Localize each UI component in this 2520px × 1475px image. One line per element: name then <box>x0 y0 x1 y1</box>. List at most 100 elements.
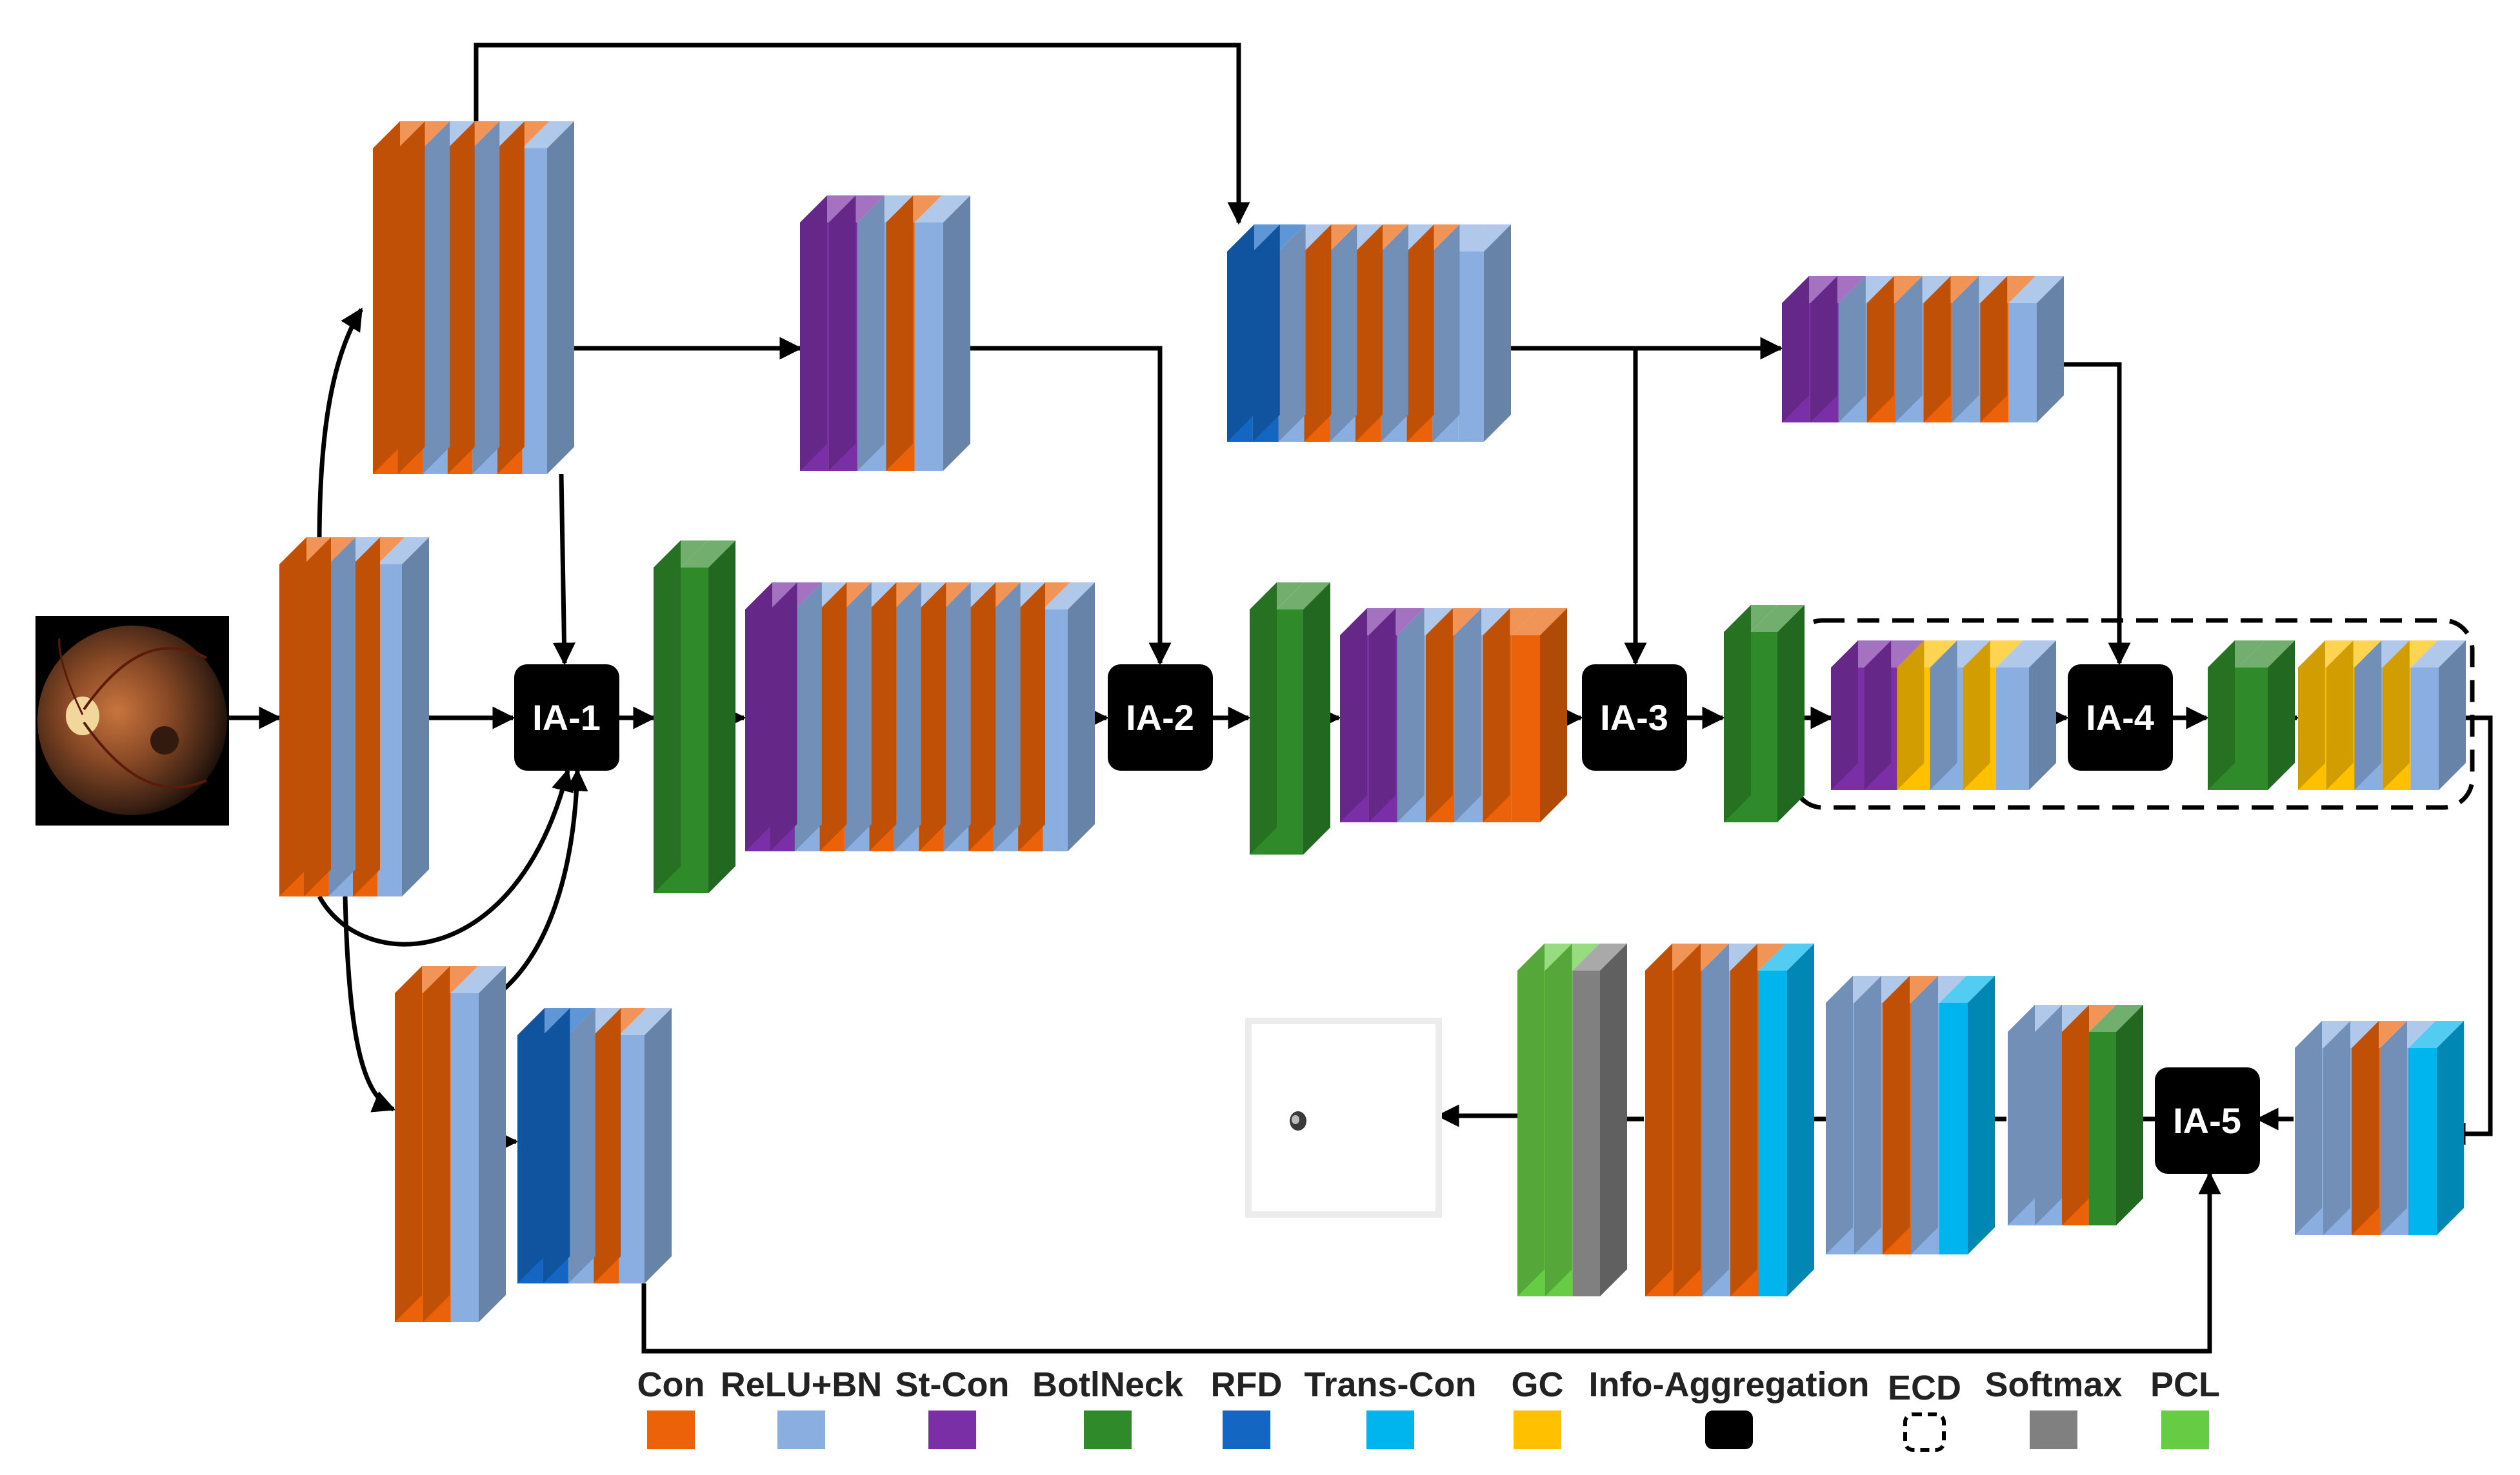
layer-face <box>2008 1005 2035 1225</box>
legend-swatch <box>2030 1411 2077 1449</box>
layer-face <box>1930 640 1957 790</box>
legend-item-st-con: St-Con <box>895 1365 1010 1449</box>
layer-face <box>2410 668 2439 790</box>
layer-face <box>377 564 402 896</box>
layer-face <box>1511 608 1567 635</box>
layer-face <box>2037 276 2064 422</box>
arrow <box>942 346 1172 666</box>
legend-item-con: Con <box>637 1365 705 1449</box>
layer-face <box>1517 944 1545 1296</box>
layer-face <box>1777 605 1805 822</box>
layer-face <box>1866 276 1894 422</box>
arrow <box>317 768 574 947</box>
layer-face <box>1838 276 1866 422</box>
layer-face <box>1276 582 1330 609</box>
layer-face <box>828 195 856 471</box>
legend-label: Trans-Con <box>1304 1365 1476 1404</box>
arrow <box>343 896 396 1113</box>
ecd-input-block <box>1831 640 2056 790</box>
layer-face <box>304 537 331 896</box>
legend-item-botlneck: BotlNeck <box>1032 1365 1184 1449</box>
layer-face <box>1864 640 1892 790</box>
layer-face <box>2035 1005 2062 1225</box>
layer-face <box>279 537 306 896</box>
layer-face <box>1330 224 1357 442</box>
layer-face <box>2354 640 2382 790</box>
legend-swatch <box>777 1411 825 1449</box>
layer-face <box>2298 640 2325 790</box>
layer-face <box>2237 640 2295 668</box>
layer-face <box>568 1008 595 1283</box>
stcon-upper-block <box>800 195 970 471</box>
decoder-block-2 <box>2008 1005 2143 1225</box>
layer-face <box>1911 976 1938 1254</box>
layer-face <box>770 582 797 851</box>
legend-swatch <box>1903 1412 1946 1452</box>
layer-face <box>645 1008 672 1283</box>
lower-left-conv-block <box>395 966 506 1322</box>
layer-face <box>1068 582 1095 851</box>
layer-face <box>1952 276 1979 422</box>
top-conv-block <box>373 121 574 474</box>
ia-2-label: IA-2 <box>1126 697 1194 738</box>
layer-face <box>1425 608 1453 822</box>
layer-face <box>522 148 547 474</box>
lower-rfd-block <box>517 1008 672 1283</box>
layer-face <box>1939 1003 1968 1254</box>
layer-face <box>914 223 943 471</box>
legend-swatch <box>928 1411 976 1449</box>
layer-face <box>1043 582 1095 609</box>
layer-face <box>423 966 450 1322</box>
ia-5-node: IA-5 <box>2155 1067 2260 1174</box>
layer-face <box>1968 976 1995 1254</box>
arrow <box>317 308 363 546</box>
legend-swatch <box>1366 1411 1414 1449</box>
legend-swatch <box>1705 1411 1753 1449</box>
output-segmentation-map <box>1245 1018 1442 1218</box>
layer-face <box>1454 608 1482 822</box>
layer-face <box>1227 224 1254 442</box>
layer-face <box>1702 944 1729 1296</box>
decoder-block-1 <box>2295 1021 2464 1235</box>
layer-face <box>1458 252 1484 442</box>
layer-face <box>681 540 735 568</box>
legend-label: PCL <box>2150 1365 2220 1404</box>
layer-face <box>1340 608 1367 822</box>
layer-face <box>1355 224 1383 442</box>
layer-face <box>1923 276 1951 422</box>
bottleneck-1 <box>654 540 735 893</box>
layer-face <box>497 121 525 474</box>
layer-face <box>800 195 827 471</box>
layer-face <box>914 195 970 223</box>
layer-face <box>1540 608 1567 822</box>
legend-swatch <box>1514 1411 1561 1449</box>
layer-face <box>1750 632 1777 822</box>
bottleneck-3 <box>1724 605 1805 822</box>
layer-face <box>447 121 475 474</box>
layer-face <box>2208 640 2235 790</box>
layer-face <box>1995 668 2029 790</box>
arrow <box>552 473 575 666</box>
legend-item-relu-bn: ReLU+BN <box>721 1365 882 1449</box>
layer-face <box>547 121 574 474</box>
layer-face <box>1782 276 1809 422</box>
layer-face <box>993 582 1021 851</box>
layer-face <box>373 121 400 474</box>
layer-face <box>397 121 425 474</box>
feature-blocks <box>279 121 2466 1322</box>
input-fundus-image <box>35 616 229 826</box>
layer-face <box>472 121 500 474</box>
legend-item-rfd: RFD <box>1211 1365 1282 1449</box>
layer-face <box>708 540 735 893</box>
arrow <box>2037 362 2131 666</box>
stcon-mid-block <box>1340 608 1567 822</box>
layer-face <box>844 582 872 851</box>
legend-label: St-Con <box>895 1365 1010 1404</box>
layer-face <box>423 121 450 474</box>
layer-face <box>1250 582 1277 855</box>
layer-face <box>2382 640 2410 790</box>
layer-face <box>2029 640 2056 790</box>
layer-face <box>1406 224 1434 442</box>
layer-face <box>402 537 429 896</box>
layer-face <box>1895 276 1923 422</box>
